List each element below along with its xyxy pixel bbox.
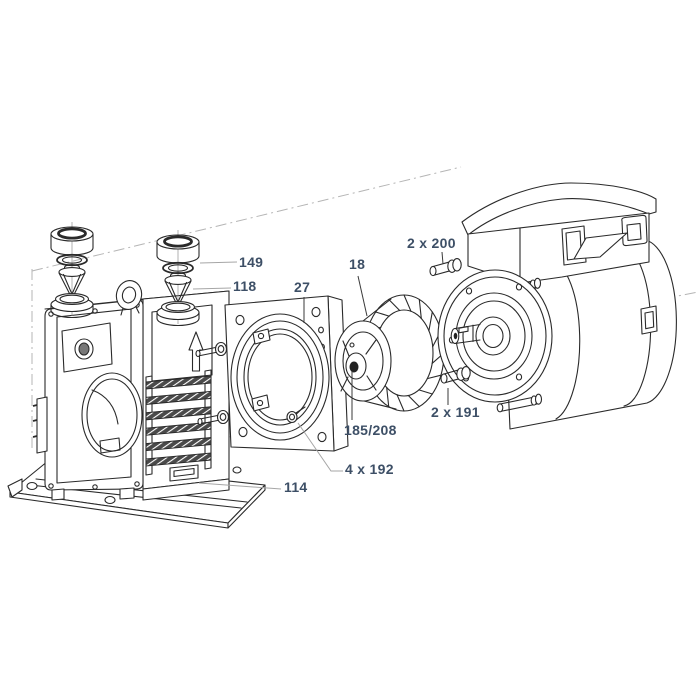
callout-114: 114 bbox=[284, 479, 308, 495]
callout-2x200: 2 x 200 bbox=[407, 235, 456, 251]
callout-149: 149 bbox=[239, 254, 264, 270]
flange-screw bbox=[286, 406, 306, 424]
callout-27: 27 bbox=[294, 279, 311, 295]
hex-screw-200 bbox=[429, 258, 462, 277]
callout-2x191: 2 x 191 bbox=[431, 404, 480, 420]
motor-shaft bbox=[450, 323, 481, 345]
callout-118: 118 bbox=[233, 278, 257, 294]
flange-screw bbox=[197, 409, 230, 426]
intake-stack-right bbox=[155, 228, 201, 327]
callout-4x192: 4 x 192 bbox=[345, 461, 394, 477]
cable-gland-port bbox=[621, 214, 648, 247]
pump-body bbox=[32, 290, 230, 501]
flange-screw bbox=[195, 341, 228, 358]
hex-screw-191 bbox=[440, 366, 471, 384]
callout-185-208: 185/208 bbox=[344, 422, 397, 438]
terminal-box bbox=[461, 182, 657, 284]
intake-stack-left bbox=[49, 220, 95, 319]
fan-coupling bbox=[334, 294, 445, 412]
motor bbox=[437, 182, 677, 430]
callout-18: 18 bbox=[349, 256, 366, 272]
cooling-fins bbox=[145, 375, 212, 467]
pump-bore bbox=[81, 372, 143, 458]
mounting-stud-bottom bbox=[496, 393, 543, 413]
flange-plate bbox=[195, 295, 349, 452]
motor-body bbox=[502, 239, 677, 430]
lifting-eyelet bbox=[115, 280, 143, 316]
leader-lines bbox=[192, 251, 449, 490]
